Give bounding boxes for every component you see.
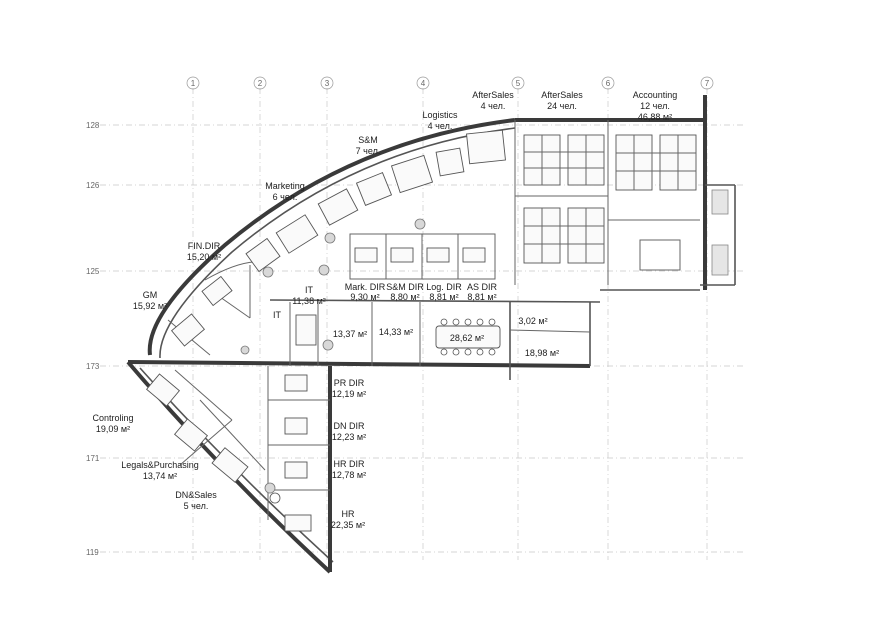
axis-col-2: 2 <box>258 79 263 88</box>
room-name: GM <box>143 290 158 300</box>
room-aftersales-4: AfterSales 4 чел. <box>472 90 514 111</box>
axis-col-7: 7 <box>705 79 710 88</box>
room-info: 6 чел. <box>273 192 298 202</box>
room-info: 4 чел. <box>481 101 506 111</box>
room-accounting: Accounting 12 чел. 46,88 м² <box>633 90 678 122</box>
room-controling: Controling 19,09 м² <box>92 413 133 434</box>
structural-columns <box>240 218 426 494</box>
room-area: 15,92 м² <box>133 301 167 311</box>
room-log-dir: Log. DIR 8,81 м² <box>426 282 462 302</box>
room-name: Marketing <box>265 181 305 191</box>
furniture-aftersales-24 <box>523 134 605 264</box>
room-name: AfterSales <box>541 90 583 100</box>
room-13-37: 13,37 м² <box>333 329 367 339</box>
room-sm-dir: S&M DIR 8,80 м² <box>386 282 424 302</box>
room-area: 15,20 м² <box>187 252 221 262</box>
grid-axis-labels: 1 2 3 4 5 6 7 128 126 125 173 171 119 <box>86 76 714 557</box>
room-name: Logistics <box>422 110 458 120</box>
room-area: 22,35 м² <box>331 520 365 530</box>
room-meeting: 28,62 м² <box>450 333 484 343</box>
axis-col-6: 6 <box>606 79 611 88</box>
axis-row-128: 128 <box>86 121 100 130</box>
room-name: FIN.DIR <box>188 241 221 251</box>
room-name: DN&Sales <box>175 490 217 500</box>
room-name: S&M DIR <box>386 282 424 292</box>
room-legals: Legals&Purchasing 13,74 м² <box>121 460 199 481</box>
room-name: IT <box>273 310 282 320</box>
room-name: Accounting <box>633 90 678 100</box>
room-name: S&M <box>358 135 378 145</box>
room-3-02: 3,02 м² <box>518 316 547 326</box>
furniture-lower-block <box>145 275 317 532</box>
axis-row-119: 119 <box>86 548 99 557</box>
room-info: 4 чел. <box>428 121 453 131</box>
room-as-dir: AS DIR 8,81 м² <box>467 282 498 302</box>
room-area: 9,30 м² <box>350 292 379 302</box>
room-area: 18,98 м² <box>525 348 559 358</box>
room-it-small: IT <box>273 310 282 320</box>
room-name: Log. DIR <box>426 282 462 292</box>
furniture-wc <box>639 189 729 276</box>
axis-col-3: 3 <box>325 79 330 88</box>
room-name: Controling <box>92 413 133 423</box>
furniture-open-space <box>245 129 506 273</box>
room-area: 46,88 м² <box>638 112 672 122</box>
room-dn-sales: DN&Sales 5 чел. <box>175 490 217 511</box>
room-area: 13,37 м² <box>333 329 367 339</box>
room-area: 8,81 м² <box>429 292 458 302</box>
room-pr-dir: PR DIR 12,19 м² <box>332 378 366 399</box>
room-name: AS DIR <box>467 282 498 292</box>
furniture-accounting-12 <box>615 134 697 191</box>
room-sm: S&M 7 чел. <box>356 135 381 156</box>
room-it: IT 11,38 м² <box>292 285 326 306</box>
room-info: 7 чел. <box>356 146 381 156</box>
room-info: 5 чел. <box>184 501 209 511</box>
room-area: 3,02 м² <box>518 316 547 326</box>
room-name: Mark. DIR <box>345 282 386 292</box>
room-mark-dir: Mark. DIR 9,30 м² <box>345 282 386 302</box>
room-aftersales-24: AfterSales 24 чел. <box>541 90 583 111</box>
room-dn-dir: DN DIR 12,23 м² <box>332 421 366 442</box>
room-area: 28,62 м² <box>450 333 484 343</box>
room-area: 11,38 м² <box>292 296 326 306</box>
room-name: HR DIR <box>334 459 365 469</box>
room-area: 12,19 м² <box>332 389 366 399</box>
furniture-director-rooms <box>354 247 486 263</box>
room-area: 12,78 м² <box>332 470 366 480</box>
room-info: 12 чел. <box>640 101 670 111</box>
axis-row-126: 126 <box>86 181 100 190</box>
room-18-98: 18,98 м² <box>525 348 559 358</box>
axis-col-4: 4 <box>421 79 426 88</box>
room-gm: GM 15,92 м² <box>133 290 167 311</box>
room-hr-dir: HR DIR 12,78 м² <box>332 459 366 480</box>
room-name: HR <box>342 509 355 519</box>
room-hr: HR 22,35 м² <box>331 509 365 530</box>
room-14-33: 14,33 м² <box>379 327 413 337</box>
room-logistics: Logistics 4 чел. <box>422 110 458 131</box>
room-area: 14,33 м² <box>379 327 413 337</box>
room-area: 8,80 м² <box>390 292 419 302</box>
room-name: Legals&Purchasing <box>121 460 199 470</box>
axis-row-171: 171 <box>86 454 100 463</box>
room-fin-dir: FIN.DIR 15,20 м² <box>187 241 221 262</box>
room-marketing: Marketing 6 чел. <box>265 181 305 202</box>
room-name: AfterSales <box>472 90 514 100</box>
room-area: 12,23 м² <box>332 432 366 442</box>
room-name: DN DIR <box>334 421 365 431</box>
axis-col-1: 1 <box>191 79 196 88</box>
room-name: PR DIR <box>334 378 365 388</box>
room-area: 8,81 м² <box>467 292 496 302</box>
room-name: IT <box>305 285 314 295</box>
axis-col-5: 5 <box>516 79 521 88</box>
room-area: 13,74 м² <box>143 471 177 481</box>
furniture-meeting-room <box>435 318 501 356</box>
room-info: 24 чел. <box>547 101 577 111</box>
room-area: 19,09 м² <box>96 424 130 434</box>
axis-row-173: 173 <box>86 362 100 371</box>
axis-row-125: 125 <box>86 267 100 276</box>
